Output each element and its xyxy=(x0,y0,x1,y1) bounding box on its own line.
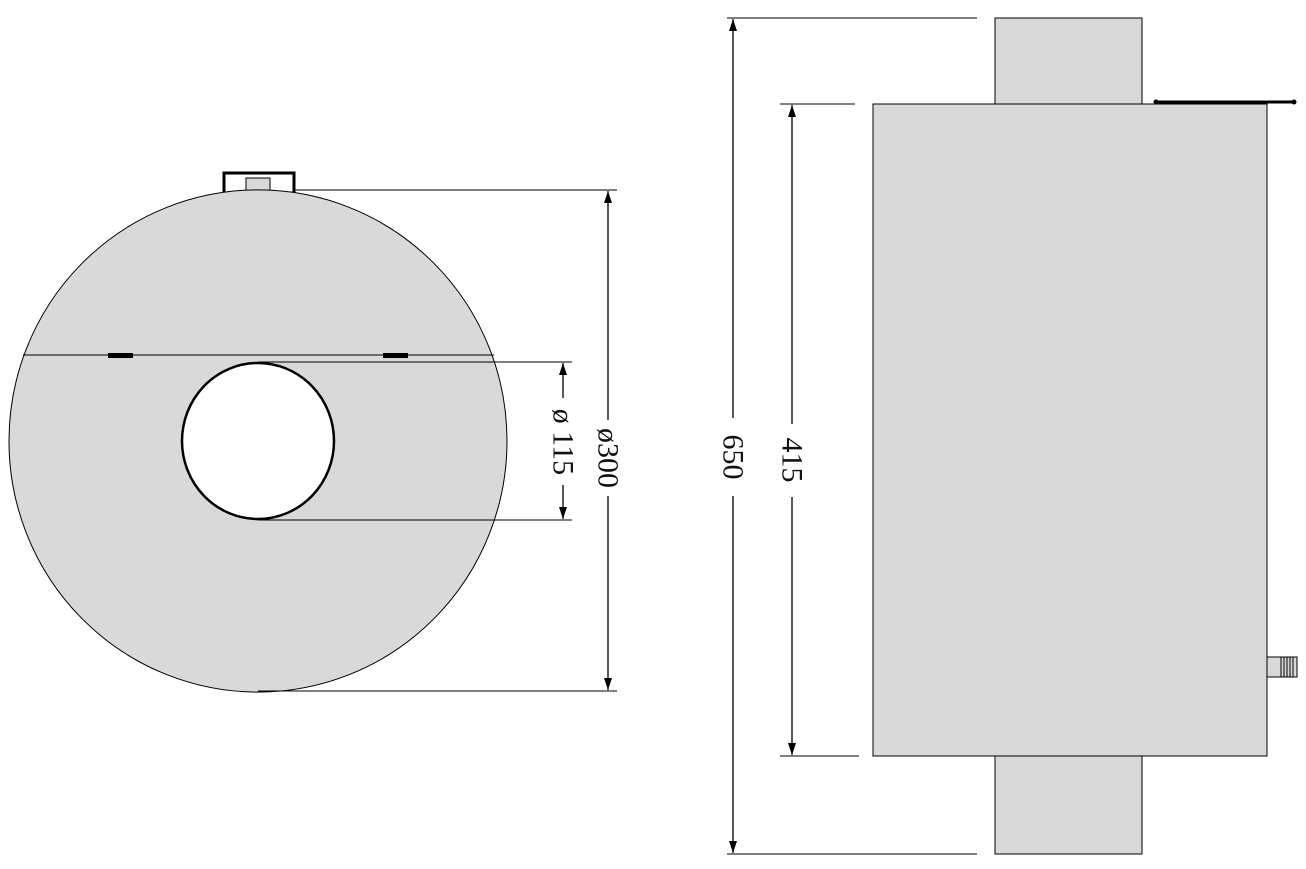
top-view: ø300 ø 115 xyxy=(8,171,625,693)
chord-mark-right xyxy=(383,353,408,358)
total-height-label: 650 xyxy=(717,435,750,480)
side-view: 650 415 xyxy=(717,17,1298,855)
body-height-label: 415 xyxy=(776,438,809,483)
top-rod-end-right xyxy=(1291,99,1297,105)
center-hole xyxy=(180,361,336,521)
top-neck xyxy=(994,17,1143,105)
side-fitting xyxy=(1266,656,1298,678)
top-rod-end-left xyxy=(1153,99,1159,105)
outer-diameter-label: ø300 xyxy=(592,428,625,488)
bottom-neck xyxy=(994,755,1143,855)
chord-mark-left xyxy=(108,353,133,358)
main-body xyxy=(872,103,1268,757)
inner-diameter-label: ø 115 xyxy=(547,409,580,475)
